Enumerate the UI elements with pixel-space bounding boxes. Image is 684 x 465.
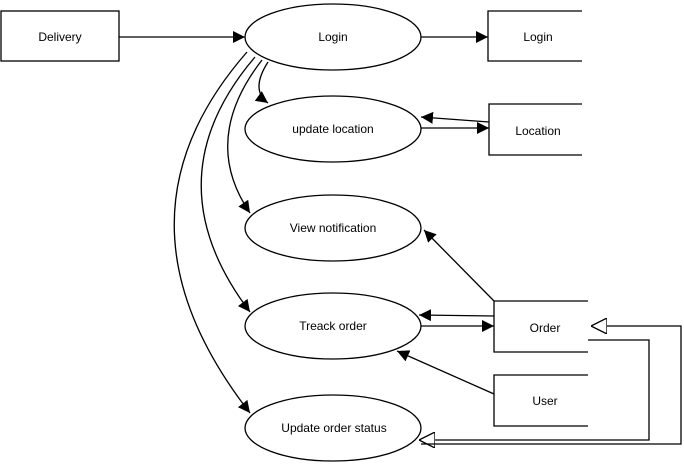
store-location[interactable]: Location xyxy=(488,103,582,156)
process-update-order-status[interactable]: Update order status xyxy=(244,394,422,462)
process-track-order-label: Treack order xyxy=(299,319,367,333)
store-login[interactable]: Login xyxy=(487,10,582,62)
process-view-notification-label: View notification xyxy=(290,221,377,235)
flow-update-order-status-to-order xyxy=(421,326,682,445)
process-login[interactable]: Login xyxy=(244,3,422,71)
flow-user-store-to-track-order xyxy=(396,350,495,395)
store-user-label: User xyxy=(532,394,557,408)
store-order[interactable]: Order xyxy=(493,300,588,353)
flow-order-to-update-order-status xyxy=(419,339,650,440)
flow-login-to-view-notification xyxy=(227,59,263,214)
flow-order-store-to-view-notification xyxy=(423,229,495,302)
delivery-entity[interactable]: Delivery xyxy=(0,10,120,62)
delivery-entity-label: Delivery xyxy=(38,30,81,44)
store-login-label: Login xyxy=(523,30,552,44)
process-login-label: Login xyxy=(318,30,347,44)
process-track-order[interactable]: Treack order xyxy=(244,292,422,360)
process-update-order-status-label: Update order status xyxy=(281,421,386,435)
store-user[interactable]: User xyxy=(493,374,588,427)
flow-login-to-update-location xyxy=(254,61,269,104)
flow-order-store-to-track-order xyxy=(418,309,495,322)
store-order-label: Order xyxy=(530,321,561,335)
flow-location-store-to-update-location xyxy=(420,111,490,124)
store-location-label: Location xyxy=(515,124,560,138)
flow-login-to-track-order xyxy=(200,56,256,313)
flow-login-to-update-order-status xyxy=(173,51,251,414)
process-view-notification[interactable]: View notification xyxy=(244,194,422,262)
process-update-location[interactable]: update location xyxy=(244,95,422,163)
process-update-location-label: update location xyxy=(292,122,373,136)
